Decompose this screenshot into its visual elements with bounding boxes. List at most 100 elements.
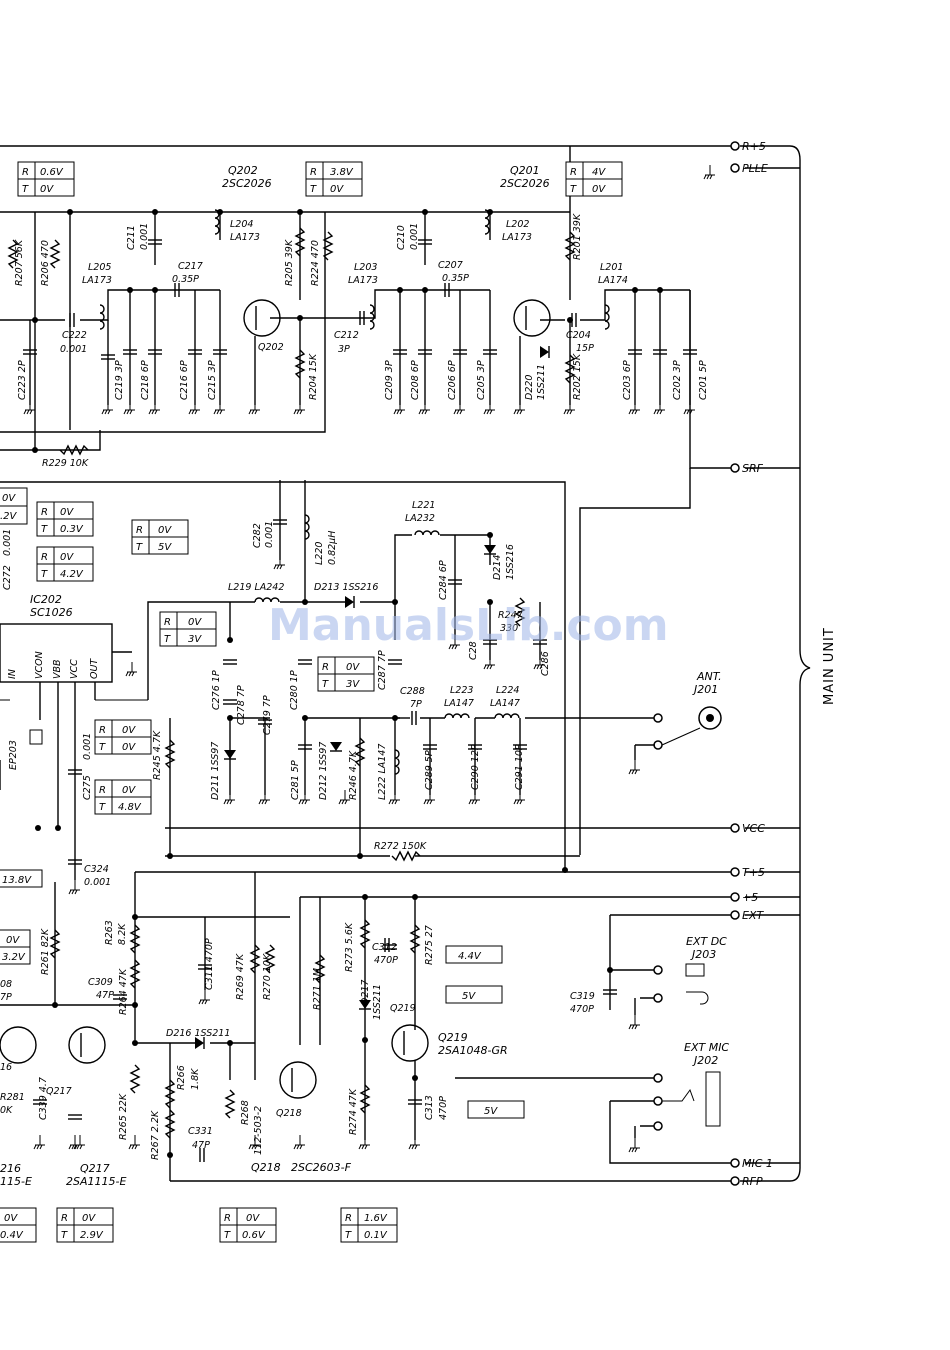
label-r247: R247 [498, 610, 523, 621]
label-l205: L205 [88, 262, 111, 273]
svg-text:R: R [99, 785, 106, 796]
label-q216-pin: 16 [0, 1062, 12, 1073]
diode-symbol [540, 346, 549, 358]
label-l203: L203 [354, 262, 377, 273]
label-l223: L223 [450, 685, 473, 696]
vbox-13v: 13.8V [0, 869, 43, 888]
inductor-symbol [369, 304, 375, 330]
ground-symbol [563, 409, 567, 415]
ground-symbol [456, 409, 460, 415]
svg-text:0V: 0V [346, 662, 360, 673]
ground-symbol [426, 799, 430, 805]
label-c272-val: 0.001 [2, 529, 13, 556]
vbox-c313: 5V [467, 1100, 525, 1119]
vtable-q216: 0V 0.4V [0, 1207, 37, 1243]
label-c313: C313 [424, 1095, 435, 1120]
ground-symbol [429, 799, 433, 805]
label-c216: C216 6P [179, 360, 190, 400]
svg-text:T: T [322, 679, 329, 690]
ext-mic-label: EXT MIC [684, 1041, 729, 1054]
ground-symbol [248, 1144, 252, 1150]
diode-symbol [195, 1037, 204, 1049]
ground-symbol [566, 409, 570, 415]
resistor-symbol [129, 924, 141, 954]
ground-symbol [279, 564, 283, 570]
svg-text:R: R [310, 167, 317, 178]
label-r264: R264 47K [118, 968, 129, 1015]
ground-symbol [393, 409, 397, 415]
label-c222: C222 [62, 330, 87, 341]
resistor-symbol [391, 850, 421, 862]
ground-symbol [448, 644, 452, 650]
label-r204: R204 15K [308, 353, 319, 400]
ground-symbol [628, 1024, 632, 1030]
svg-text:T: T [136, 542, 143, 553]
ground-symbol [101, 409, 105, 415]
label-d211: D211 1SS97 [210, 742, 221, 800]
label-c223: C223 2P [17, 360, 28, 400]
ground-symbol [299, 409, 303, 415]
label-c331-val: 47P [192, 1140, 210, 1151]
ic-ref: IC202 [30, 593, 62, 606]
label-c218: C218 6P [140, 360, 151, 400]
ground-symbol [631, 769, 635, 775]
label-r268: R268 [240, 1100, 251, 1125]
ground-symbol [26, 409, 30, 415]
svg-text:5V: 5V [462, 991, 476, 1002]
ext-dc-jack-symbol [685, 963, 705, 977]
label-l201: L201 [600, 262, 623, 273]
label-d213: D213 1SS216 [314, 582, 378, 593]
ground-symbol [364, 1144, 368, 1150]
svg-text:4.2V: 4.2V [60, 569, 84, 580]
svg-text:R: R [322, 662, 329, 673]
label-l204: L204 [230, 219, 253, 230]
label-d214: D214 [492, 555, 503, 580]
label-r245: R245 4.7K [152, 730, 163, 780]
label-c288-val: 7P [410, 699, 422, 710]
svg-text:R: R [61, 1213, 68, 1224]
label-q202: Q202 [258, 342, 284, 353]
ground-symbol [123, 409, 127, 415]
ep203-symbol [29, 729, 43, 745]
ground-symbol [631, 1024, 635, 1030]
ground-symbol [188, 409, 192, 415]
label-c210: C210 [396, 225, 407, 250]
wire [661, 727, 701, 746]
label-c308: 08 [0, 979, 12, 990]
ext-mic-jack-symbol [662, 1088, 695, 1102]
transistor-symbols [0, 299, 551, 1099]
ground-symbol [468, 799, 472, 805]
diode-symbol [330, 742, 342, 751]
ground-symbol [79, 1144, 83, 1150]
label-r281-val: 0K [0, 1105, 13, 1116]
label-r275: R275 27 [424, 925, 435, 965]
label-c211: C211 [126, 225, 137, 250]
ground-symbol [394, 799, 398, 805]
ground-symbol [519, 409, 523, 415]
ground-symbol [128, 671, 132, 677]
label-c331: C331 [188, 1126, 213, 1137]
label-c275-val: 0.001 [82, 733, 93, 760]
resistor-symbol [249, 944, 261, 974]
svg-text:0V: 0V [188, 617, 202, 628]
label-c207: C207 [438, 260, 463, 271]
label-l221: L221 [412, 500, 435, 511]
label-r266-val: 1.8K [190, 1068, 201, 1090]
svg-text:0V: 0V [60, 507, 74, 518]
svg-text:T: T [22, 184, 29, 195]
label-c309: C309 [88, 977, 113, 988]
svg-text:0.6V: 0.6V [40, 167, 64, 178]
component-labels: C211 0.001 C217 0.35P L204 LA173 L205 LA… [0, 213, 709, 1160]
label-c282: C282 [252, 523, 263, 548]
label-r206: R206 470 [40, 240, 51, 286]
ground-symbol [454, 644, 458, 650]
ground-symbol [451, 644, 455, 650]
ground-symbol [424, 409, 428, 415]
svg-text:R: R [22, 167, 29, 178]
svg-text:T: T [99, 802, 106, 813]
svg-text:1.6V: 1.6V [364, 1213, 388, 1224]
terminal-plle: PLLE [742, 162, 768, 175]
ground-symbol [216, 409, 220, 415]
